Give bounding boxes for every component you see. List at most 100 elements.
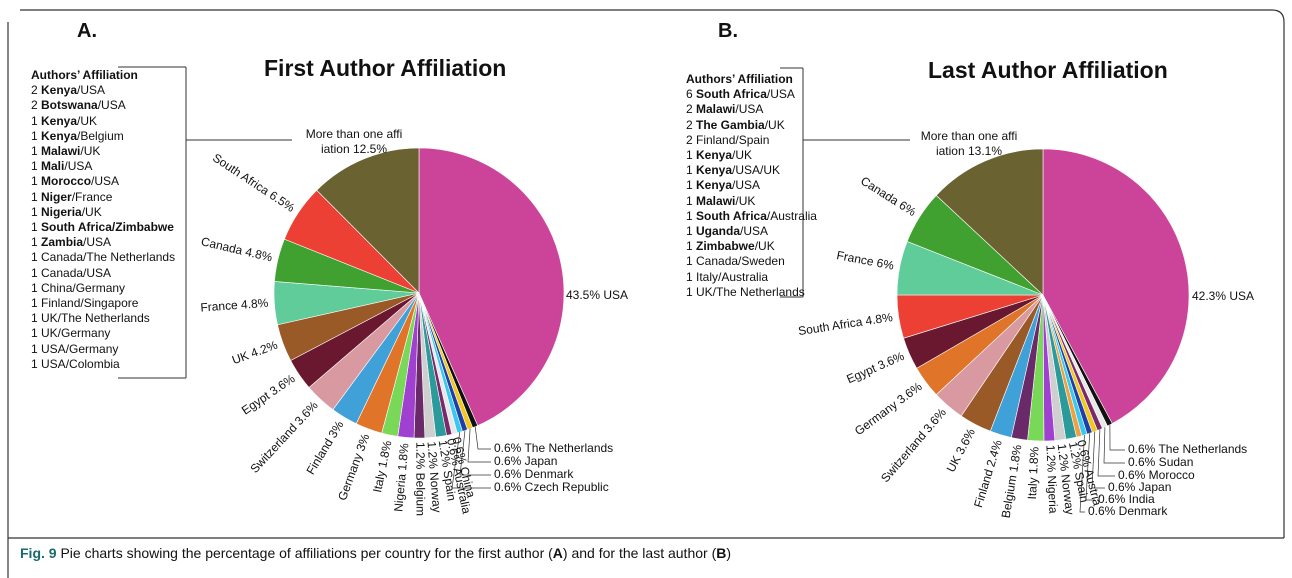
frame-border (20, 9, 1285, 538)
caption-text-2: ) and for the last author ( (562, 545, 717, 561)
pie-leader-the-netherlands (474, 426, 491, 450)
affiliation-item: 1 Canada/USA (31, 265, 112, 280)
affiliation-item: 2 Botswana/USA (31, 98, 126, 113)
affiliation-item: 1 Zambia/USA (31, 235, 112, 250)
affiliation-item: 1 USA/Colombia (31, 356, 120, 371)
pie-label-canada: Canada 4.8% (200, 234, 274, 264)
pie-label-japan: 0.6% Japan (494, 454, 557, 468)
pie-label-india: 0.6% India (1098, 492, 1155, 506)
pie-label-morocco: 0.6% Morocco (1118, 468, 1195, 482)
affiliation-a-bracket (118, 66, 292, 379)
affiliation-item: 1 Italy/Australia (686, 269, 769, 284)
pie-label-denmark: 0.6% Denmark (1088, 504, 1168, 518)
pie-leader-morocco (1097, 429, 1115, 477)
pie-label-finland: Finland 2.4% (971, 438, 1005, 509)
pie-leader-the-netherlands (1109, 424, 1125, 451)
panel-letter-b: B. (718, 20, 738, 42)
pie-label-south-africa: South Africa 6.5% (210, 151, 298, 215)
pie-leader-india (1085, 433, 1095, 501)
affiliation-item: 1 Kenya/UK (686, 148, 753, 163)
pie-label-france: France 6% (836, 248, 896, 273)
chart-title-b: Last Author Affiliation (928, 57, 1168, 83)
affiliation-item: 1 Canada/Sweden (686, 254, 785, 269)
pie-label-germany: Germany 3% (335, 432, 373, 503)
pie-label-czech-republic: 0.6% Czech Republic (494, 480, 609, 494)
pie-label-nigeria: Nigeria 1.8% (391, 442, 411, 512)
pie-label-uk: UK 4.2% (230, 338, 280, 368)
pie-slice-usa (418, 147, 565, 426)
affiliation-header: Authors’ Affiliation (31, 68, 138, 82)
pie-label-south-africa: South Africa 4.8% (797, 310, 894, 338)
affiliation-item: 1 Malawi/UK (686, 193, 756, 208)
affiliation-item: 1 China/Germany (31, 280, 126, 295)
affiliation-item: 1 Niger/France (31, 189, 113, 204)
affiliation-item: 1 South Africa/Zimbabwe (31, 220, 174, 235)
affiliation-item: 2 The Gambia/UK (686, 117, 785, 132)
affiliation-item: 1 Kenya/UK (31, 113, 98, 128)
affiliation-item: 1 Kenya/USA (686, 178, 761, 193)
affiliation-item: 1 Malawi/UK (31, 144, 101, 159)
pie-label-japan: 0.6% Japan (1108, 480, 1171, 494)
affiliation-item: 1 Nigeria/UK (31, 204, 102, 219)
affiliation-item: 1 USA/Germany (31, 341, 119, 356)
pie-slice-more-than-one-affiliation (316, 147, 420, 294)
affiliation-item: 1 Uganda/USA (686, 224, 769, 239)
pie-slice-more-than-one-affiliation (935, 148, 1044, 296)
pie-label-switzerland: Switzerland 3.6% (878, 405, 949, 485)
pie-label-france: France 4.8% (200, 296, 269, 315)
affiliation-b-bracket (780, 67, 910, 298)
caption-ref-b: B (716, 545, 727, 561)
affiliation-item: 1 Zimbabwe/UK (686, 239, 775, 254)
pie-label-egypt: Egypt 3.6% (844, 349, 906, 387)
pie-label-italy: Italy 1.8% (1025, 446, 1042, 500)
pie-label-norway: 1.2% Norway (425, 441, 445, 513)
panel-letter-a: A. (77, 20, 97, 42)
pie-label-sudan: 0.6% Sudan (1128, 455, 1193, 469)
pie-leader-denmark (459, 430, 491, 476)
affiliation-item: 1 Finland/Singapore (31, 296, 139, 311)
affiliation-item: 1 Morocco/USA (31, 174, 120, 189)
pie-label-germany: Germany 3.6% (852, 379, 925, 438)
pie-label-finland: Finland 3% (303, 418, 346, 477)
affiliation-item: 1 South Africa/Australia (686, 208, 817, 223)
pie-label-uk: UK 3.6% (944, 426, 979, 475)
affiliation-item: 1 UK/The Netherlands (31, 311, 150, 326)
affiliation-item: 1 Kenya/Belgium (31, 128, 124, 143)
pie-label-italy: Italy 1.8% (370, 439, 394, 494)
pie-label-belgium: Belgium 1.8% (999, 443, 1025, 519)
affiliation-item: 2 Malawi/USA (686, 102, 764, 117)
affiliation-item: 1 Canada/The Netherlands (31, 250, 176, 265)
affiliation-item: 1 Mali/USA (31, 159, 93, 174)
pie-label-usa: 42.3% USA (1192, 289, 1254, 303)
pie-label-usa: 43.5% USA (566, 288, 628, 302)
figure-caption: Fig. 9 Pie charts showing the percentage… (20, 545, 731, 561)
caption-label: Fig. 9 (20, 545, 57, 561)
affiliation-item: 6 South Africa/USA (686, 87, 795, 102)
affiliation-item: 2 Kenya/USA (31, 83, 106, 98)
pie-label-the-netherlands: 0.6% The Netherlands (494, 441, 613, 455)
pie-leader-japan (1091, 431, 1105, 489)
affiliation-item: 1 UK/The Netherlands (686, 284, 805, 299)
caption-text-1: Pie charts showing the percentage of aff… (56, 545, 553, 561)
affiliation-item: 2 Finland/Spain (686, 132, 770, 147)
pie-slice-usa (1042, 148, 1190, 424)
affiliation-item: 1 Kenya/USA/UK (686, 163, 781, 178)
caption-text-3: ) (726, 545, 732, 561)
pie-leader-czech-republic (451, 432, 491, 489)
pie-leader-denmark (1079, 434, 1085, 513)
pie-label-denmark: 0.6% Denmark (494, 467, 574, 481)
pie-label-egypt: Egypt 3.6% (239, 371, 298, 417)
pie-leader-japan (467, 428, 491, 463)
chart-title-a: First Author Affiliation (264, 55, 507, 81)
pie-leader-sudan (1103, 427, 1125, 464)
pie-label-canada: Canada 6% (858, 174, 919, 219)
pie-label-belgium: 1.2% Belgium (413, 442, 427, 516)
caption-ref-a: A (552, 545, 563, 561)
